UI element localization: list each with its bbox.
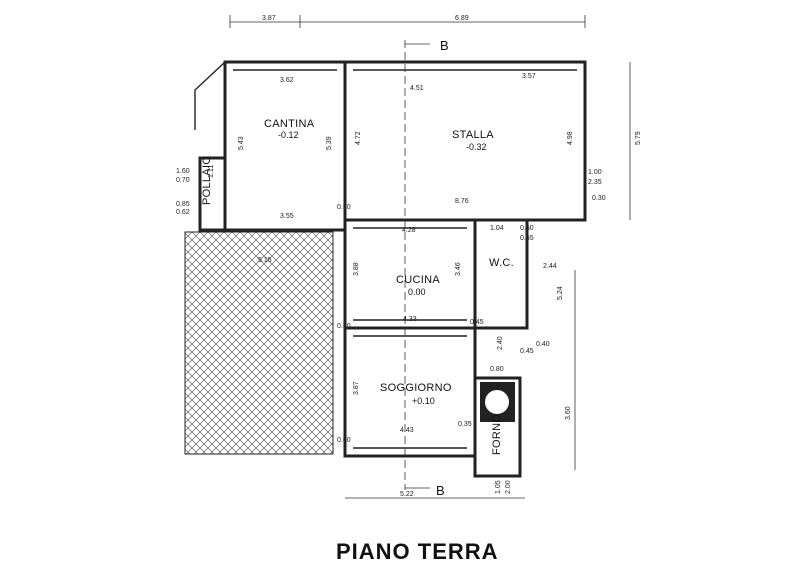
courtyard-area — [184, 231, 334, 455]
dim-top-left: 3.87 — [262, 15, 276, 22]
room-cucina-label: CUCINA — [396, 274, 440, 286]
dim-104: 1.04 — [490, 225, 504, 232]
inner-lines — [233, 69, 577, 449]
dim-sogg-w: 4.43 — [400, 427, 414, 434]
dim-cantina-in: 3.55 — [280, 213, 294, 220]
dimension-lines — [229, 15, 631, 499]
room-soggiorno-level: +0.10 — [412, 396, 435, 406]
room-forno-label: FORNO — [491, 414, 503, 455]
dimension-labels: 3.87 6.89 5.22 3.62 3.57 4.51 4.72 4.98 … — [176, 15, 642, 498]
room-wc-label: W.C. — [489, 257, 514, 269]
dim-055: 0.55 — [520, 235, 534, 242]
room-cantina-level: -0.12 — [278, 130, 299, 140]
dim-right-mid: 5.24 — [557, 286, 564, 300]
dim-080: 0.80 — [490, 366, 504, 373]
dim-111: 1.11 — [208, 165, 215, 178]
dim-stalla-depth: 8.76 — [455, 198, 469, 205]
dim-235: 2.35 — [588, 179, 602, 186]
dim-right-low: 3.60 — [565, 406, 572, 420]
dim-035: 0.35 — [458, 421, 472, 428]
dim-070: 0.70 — [176, 177, 190, 184]
dim-stalla-h: 4.98 — [567, 131, 574, 145]
dim-030: 0.30 — [592, 195, 606, 202]
dim-045-a: 0.45 — [470, 319, 484, 326]
dim-stalla-w: 3.57 — [522, 73, 536, 80]
room-stalla-level: -0.32 — [466, 142, 487, 152]
dim-bottom: 5.22 — [400, 491, 414, 498]
dim-100: 1.00 — [588, 169, 602, 176]
dim-240: 2.40 — [497, 336, 504, 350]
dim-050-a: 0.50 — [520, 225, 534, 232]
room-labels: CANTINA -0.12 STALLA -0.32 CUCINA 0.00 S… — [201, 118, 514, 455]
room-pollaio-label: POLLAIO — [201, 156, 213, 205]
room-stalla-label: STALLA — [452, 129, 494, 141]
dim-cucina-low: 4.33 — [403, 316, 417, 323]
dim-062: 0.62 — [176, 209, 190, 216]
dim-cucina-h: 3.88 — [353, 262, 360, 276]
room-soggiorno-label: SOGGIORNO — [380, 382, 452, 394]
dim-539: 5.39 — [326, 136, 333, 150]
dim-050-d: 0.50 — [337, 437, 351, 444]
plan-title: PIANO TERRA — [336, 539, 499, 564]
dim-cucina-w: 4.28 — [402, 227, 416, 234]
dim-105: 1.05 — [495, 480, 502, 494]
section-marker-top: B — [440, 38, 449, 53]
dim-040: 0.40 — [536, 341, 550, 348]
dim-stalla-in: 4.72 — [355, 131, 362, 145]
room-cucina-level: 0.00 — [408, 287, 426, 297]
dim-050-b: 0.50 — [337, 204, 351, 211]
dim-200: 2.00 — [505, 480, 512, 494]
dim-244: 2.44 — [543, 263, 557, 270]
dim-451: 4.51 — [410, 85, 424, 92]
dim-160: 1.60 — [176, 168, 190, 175]
room-cantina-label: CANTINA — [264, 118, 315, 130]
dim-right-h: 5.79 — [635, 131, 642, 145]
dim-543: 5.43 — [238, 136, 245, 150]
section-marker-bottom: B — [436, 483, 445, 498]
dim-top-right: 6.89 — [455, 15, 469, 22]
section-line: B B — [404, 38, 449, 498]
dim-050-c: 0.50 — [337, 323, 351, 330]
building-walls — [194, 60, 587, 478]
dim-court: 5.15 — [258, 257, 272, 264]
dim-cantina-w: 3.62 — [280, 77, 294, 84]
dim-sogg-h: 3.87 — [353, 381, 360, 395]
dim-085: 0.85 — [176, 201, 190, 208]
dim-cucina-h2: 3.46 — [455, 262, 462, 276]
forno-oven-circle — [485, 390, 509, 414]
dim-045-b: 0.45 — [520, 348, 534, 355]
